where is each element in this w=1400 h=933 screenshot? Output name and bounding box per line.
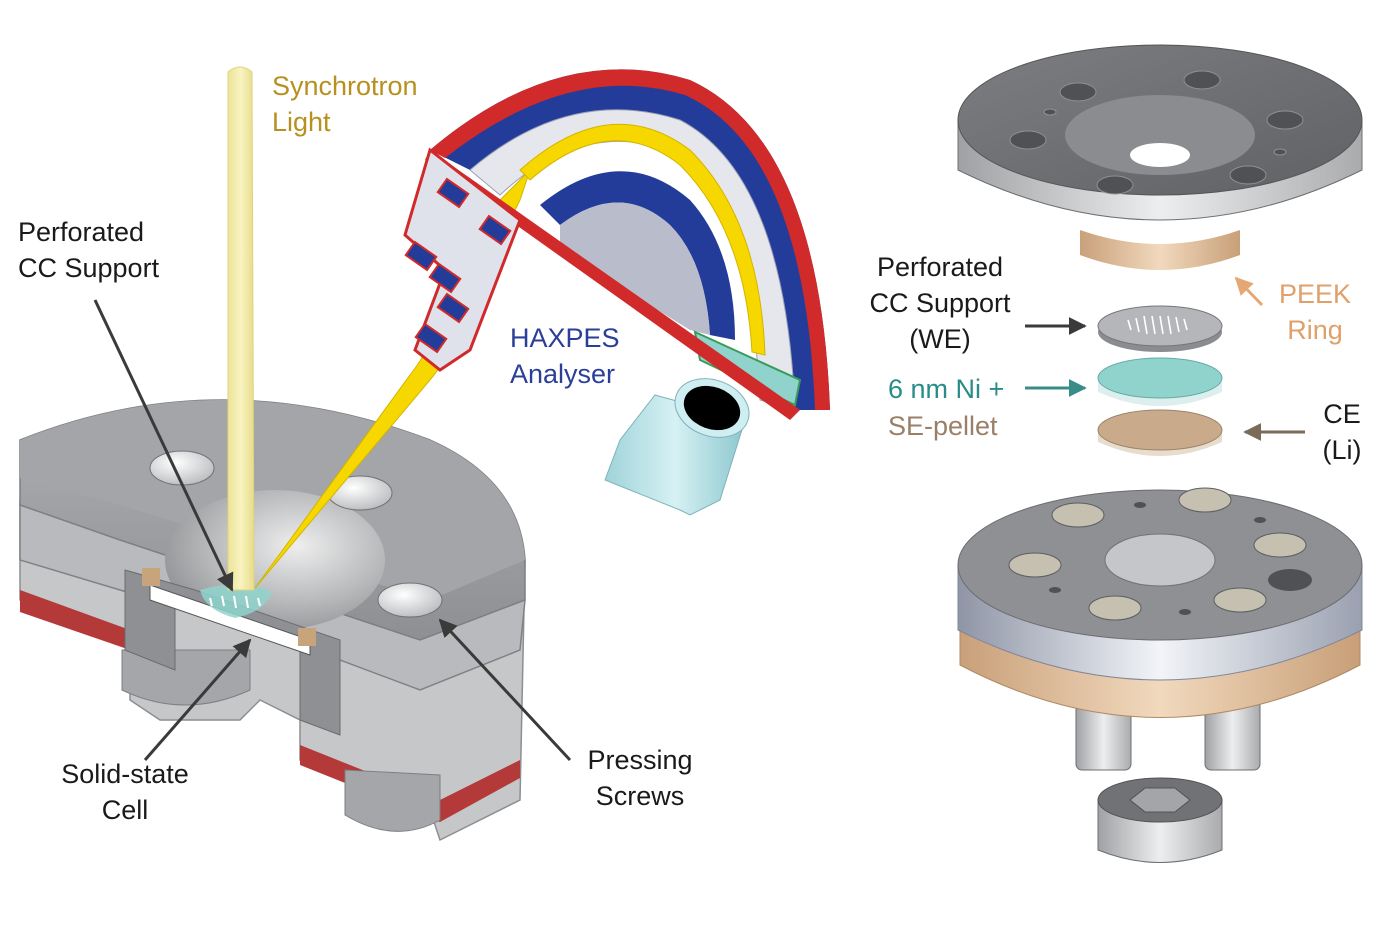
analyser-lens-rings	[404, 177, 512, 354]
arrow-perforated-left	[93, 299, 234, 592]
label-perforated-left-line2: CC Support	[18, 253, 160, 283]
top-plate-bolt-holes	[1009, 70, 1304, 195]
pressing-screw-1	[149, 450, 215, 486]
label-perforated-cc-support-right: Perforated CC Support (WE)	[855, 249, 1025, 357]
analyser-lens-column	[403, 147, 522, 372]
label-peek-line1: PEEK	[1278, 279, 1352, 309]
cell-foot-left	[121, 649, 251, 706]
label-ni-layer: 6 nm Ni +	[888, 371, 1004, 407]
label-ce-li: CE (Li)	[1312, 396, 1372, 468]
perforated-disc-we	[1097, 305, 1223, 352]
label-perforated-right-line3: (WE)	[909, 324, 971, 354]
arrow-pressing-screws	[438, 618, 572, 762]
analyser-outer-shell	[430, 69, 830, 411]
cell-red-strip-left	[20, 590, 130, 650]
label-ni-layer-text: 6 nm Ni +	[888, 374, 1005, 404]
label-se-pellet: SE-pellet	[888, 408, 998, 444]
label-perforated-right-line2: CC Support	[869, 288, 1011, 318]
solid-state-cell-layers	[149, 584, 311, 656]
cell-red-strip-right	[300, 745, 520, 822]
label-se-pellet-text: SE-pellet	[888, 411, 998, 441]
analyser-electron-path	[519, 123, 766, 356]
label-peek-line2: Ring	[1287, 315, 1343, 345]
cc-support-mesh	[200, 584, 272, 618]
label-perforated-right-line1: Perforated	[876, 252, 1004, 282]
label-haxpes-line2: Analyser	[510, 359, 616, 389]
cell-foot-right	[344, 769, 441, 832]
label-ce-line1: CE	[1323, 399, 1361, 429]
top-plate-peek-ring	[1080, 230, 1240, 270]
arrow-solid-state	[143, 638, 252, 761]
label-synchrotron-line2: Light	[272, 107, 331, 137]
label-pressing-screws: Pressing Screws	[570, 742, 710, 814]
pressing-screw-3	[377, 582, 443, 618]
analyser-inner-core	[560, 202, 710, 335]
peek-insert-left	[142, 568, 160, 586]
label-synchrotron-light: Synchrotron Light	[272, 68, 418, 140]
label-perforated-left-line1: Perforated	[18, 217, 145, 247]
bottom-plate	[957, 487, 1363, 771]
label-synchrotron-line1: Synchrotron	[272, 71, 418, 101]
haxpes-analyser	[403, 69, 830, 420]
analyser-inner-hemisphere	[540, 171, 735, 340]
label-peek-ring: PEEK Ring	[1270, 276, 1360, 348]
se-pellet-disc	[1097, 357, 1223, 406]
label-solid-state-line1: Solid-state	[61, 759, 189, 789]
hex-socket-cylinder	[1097, 777, 1223, 863]
label-ce-line2: (Li)	[1322, 435, 1362, 465]
label-haxpes-analyser: HAXPES Analyser	[510, 320, 620, 392]
synchrotron-beam	[227, 66, 255, 591]
label-solid-state-line2: Cell	[101, 795, 149, 825]
top-plate-recess	[1065, 95, 1255, 175]
ce-li-disc	[1097, 409, 1223, 456]
label-haxpes-line1: HAXPES	[510, 323, 620, 353]
label-perforated-cc-support-left: Perforated CC Support	[18, 214, 159, 286]
bottom-plate-center	[1104, 533, 1216, 587]
bottom-plate-screws	[1008, 487, 1307, 621]
peek-insert-right	[298, 628, 316, 646]
camera-tube	[604, 378, 750, 516]
label-pressing-line1: Pressing	[587, 745, 693, 775]
bottom-plate-small-holes	[1049, 502, 1312, 615]
cc-support-mesh-dots	[209, 595, 261, 609]
top-plate	[957, 44, 1363, 270]
label-pressing-line2: Screws	[595, 781, 685, 811]
label-solid-state-cell: Solid-state Cell	[50, 756, 200, 828]
arrow-peek	[1234, 276, 1264, 307]
top-plate-hole	[1130, 143, 1190, 167]
